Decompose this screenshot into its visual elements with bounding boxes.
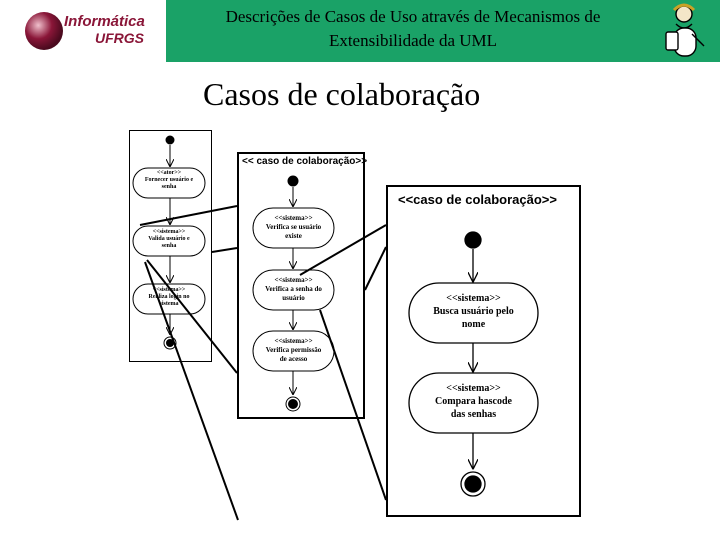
activity-node <box>132 283 206 315</box>
connector-line <box>139 205 238 226</box>
activity-label: <<sistema>> Verifica a senha do usuário <box>265 276 322 302</box>
initial-node <box>464 231 482 249</box>
activity-node <box>132 167 206 199</box>
frame-medium-label: << caso de colaboração>> <box>242 156 368 167</box>
frame-medium <box>237 152 365 419</box>
final-node-center <box>288 399 298 409</box>
frame-large-label: <<caso de colaboração>> <box>398 192 557 207</box>
activity-label: <<sistema>> Valida usuário e senha <box>148 229 190 249</box>
slide-title: Descrições de Casos de Uso através de Me… <box>170 5 656 53</box>
activity-label: <<sistema>> Compara hascode das senhas <box>435 383 512 420</box>
connector-line <box>299 224 387 276</box>
frame-large <box>386 185 581 517</box>
connector-line <box>319 309 387 501</box>
activity-label: <<ator>> Fornecer usuário e senha <box>144 170 194 190</box>
initial-node <box>165 135 175 145</box>
activity-label: <<sistema>> Busca usuário pelo nome <box>433 293 514 330</box>
activity-node <box>132 225 206 257</box>
final-node-center <box>166 339 174 347</box>
activity-label: <<sistema>> Verifica se usuário existe <box>265 214 322 240</box>
final-node <box>163 336 177 350</box>
connector-line <box>144 261 239 521</box>
activity-label: <<sistema>> Verifica permissão de acesso <box>265 337 322 363</box>
slide-header: Informática UFRGS Descrições de Casos de… <box>0 0 720 62</box>
final-node <box>285 396 301 412</box>
zoom-connector-lines <box>139 205 387 521</box>
final-node <box>460 471 486 497</box>
logo-name: Informática <box>64 13 145 30</box>
page-heading: Casos de colaboração <box>203 76 481 112</box>
connector-line <box>364 246 387 291</box>
slide-title-line2: Extensibilidade da UML <box>328 31 498 50</box>
connector-line <box>146 259 238 374</box>
logo-sub: UFRGS <box>95 30 144 46</box>
logo-sphere-icon <box>25 12 63 50</box>
logo-area: Informática UFRGS <box>0 0 166 62</box>
connector-line <box>211 247 238 253</box>
final-node-center <box>464 475 482 493</box>
title-band <box>166 0 720 62</box>
activity-label: <<sistema>> Realiza login no sistema <box>148 287 190 307</box>
mascot-illustration-icon <box>665 3 705 57</box>
initial-node <box>287 175 299 187</box>
slide-title-line1: Descrições de Casos de Uso através de Me… <box>225 7 601 26</box>
